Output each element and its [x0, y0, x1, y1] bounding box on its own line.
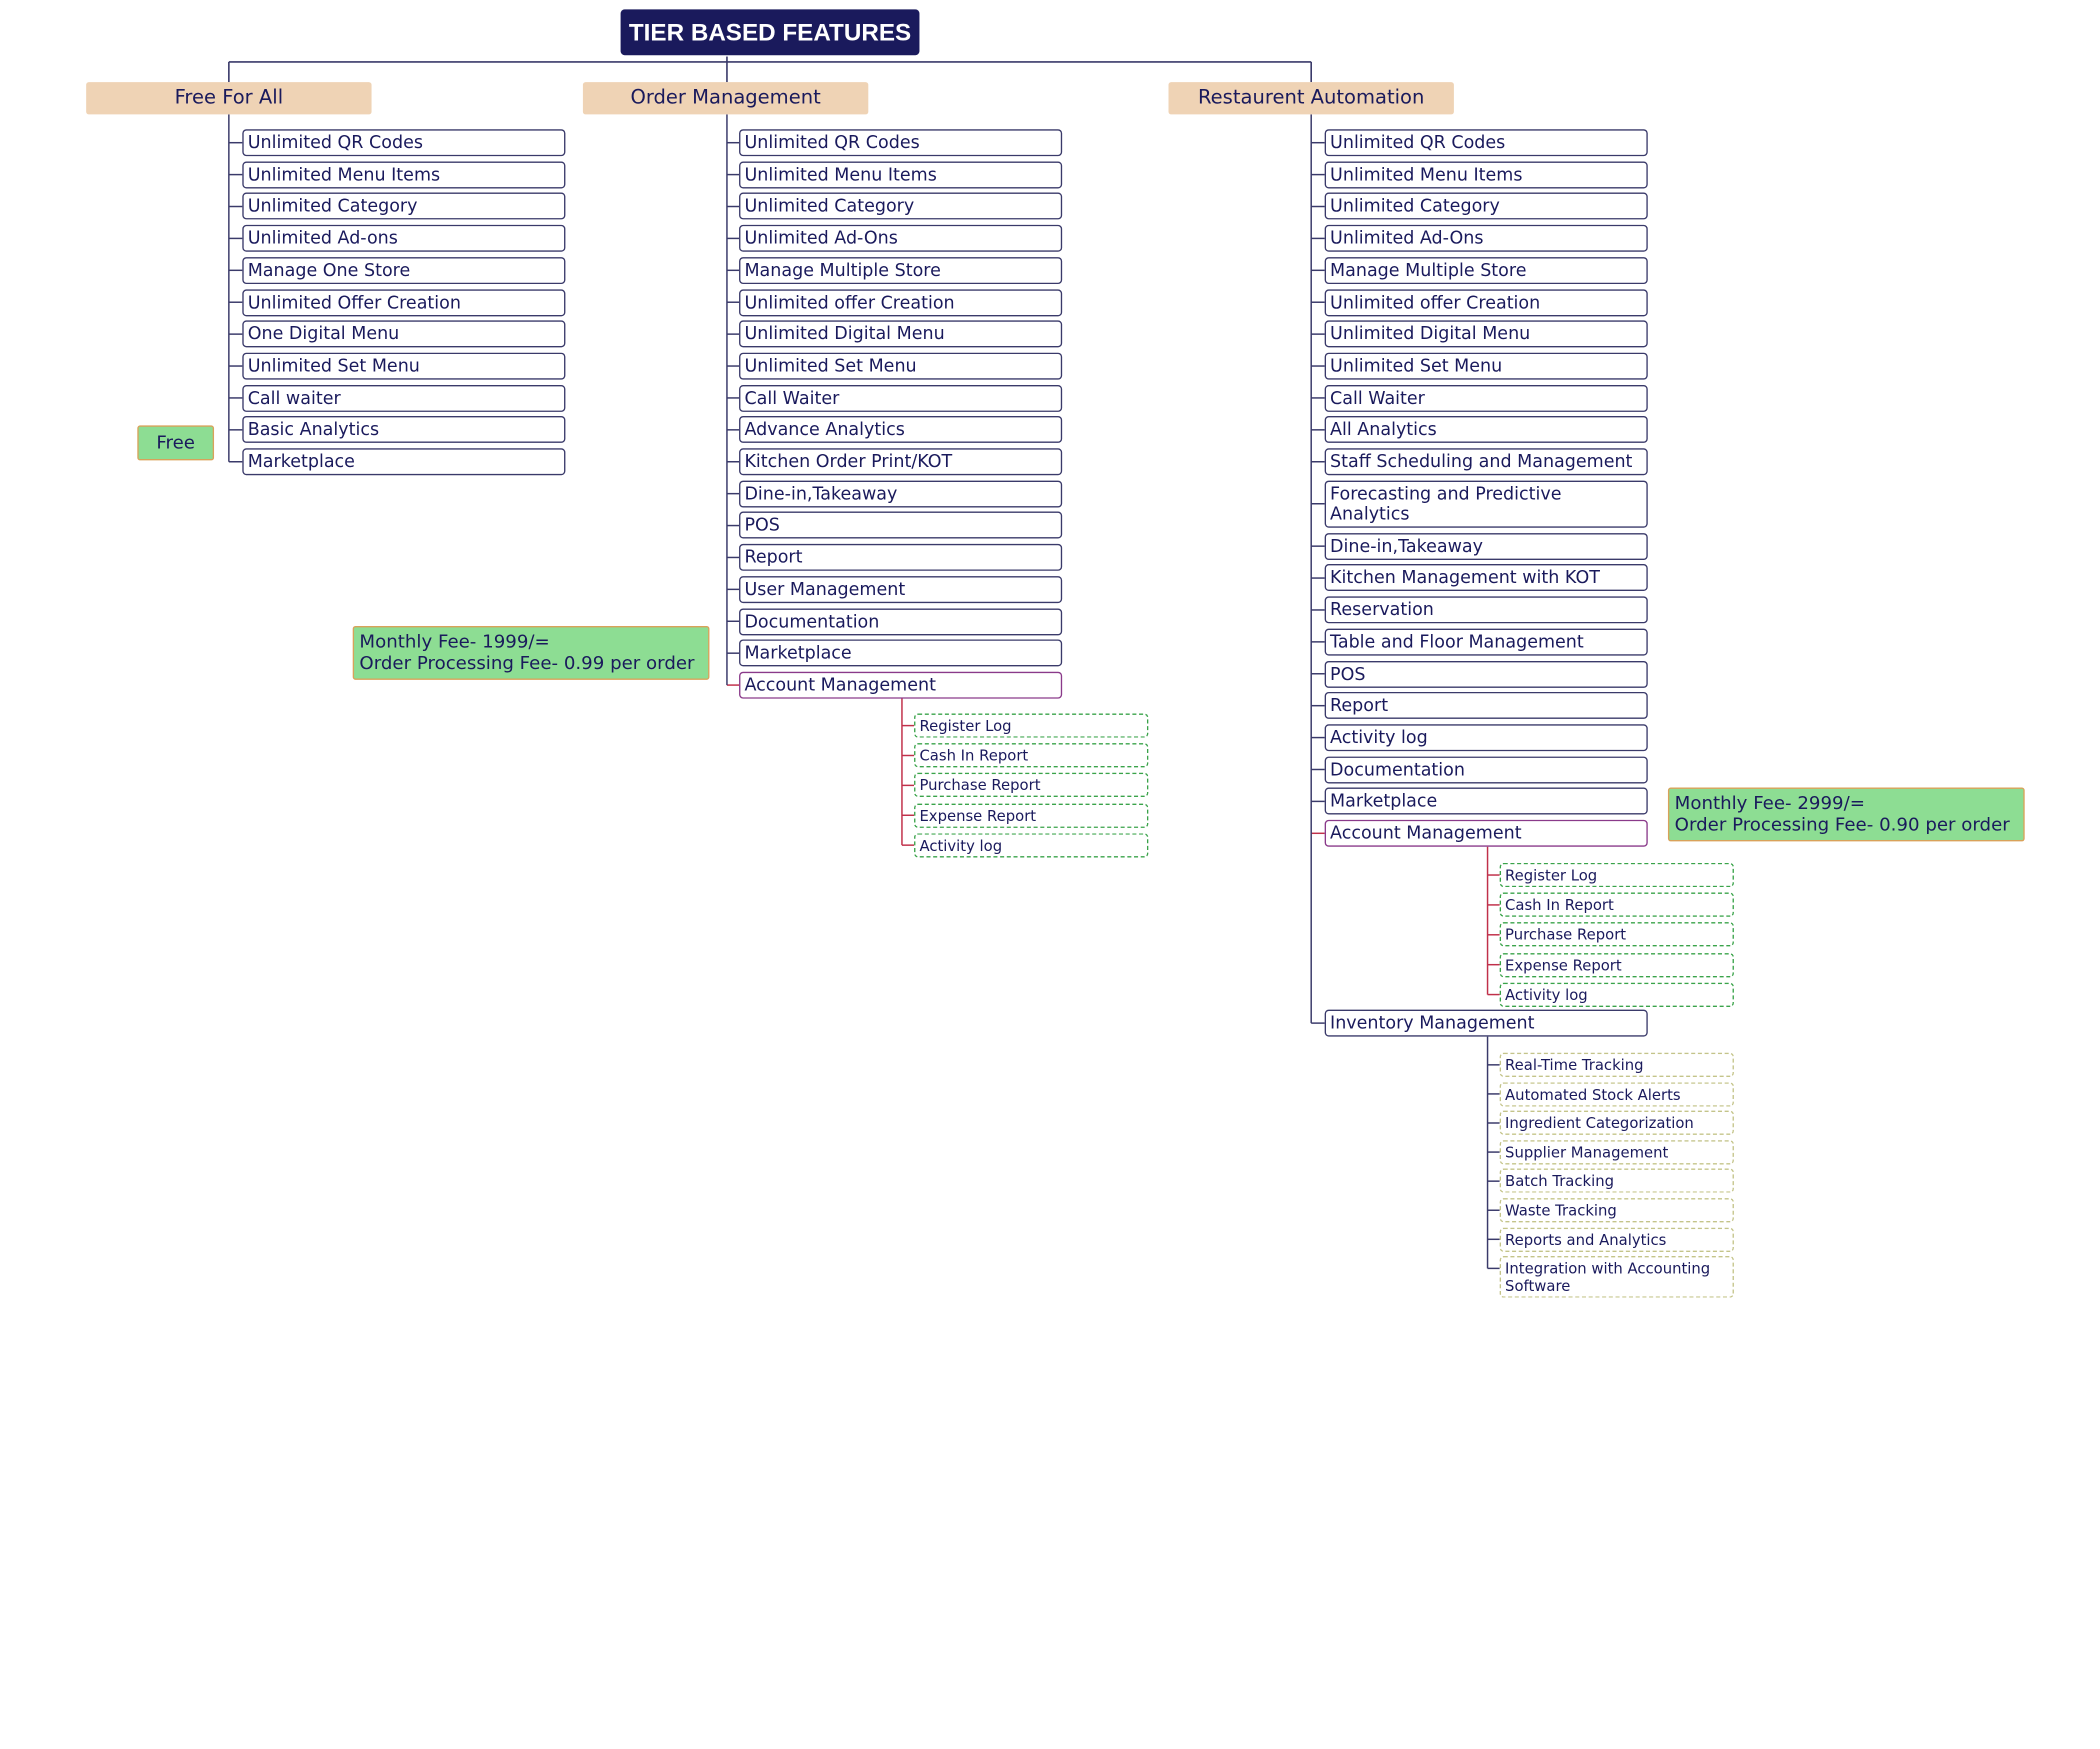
feature-unlimited-set-menu: Unlimited Set Menu: [242, 352, 566, 380]
feature-call-waiter: Call Waiter: [1324, 384, 1648, 412]
feature-call-waiter: Call waiter: [242, 384, 566, 412]
feature-call-waiter: Call Waiter: [739, 384, 1063, 412]
feature-reservation: Reservation: [1324, 596, 1648, 624]
feature-all-analytics: All Analytics: [1324, 416, 1648, 444]
feature-inventory-management: Inventory Management: [1324, 1009, 1648, 1037]
feature-unlimited-category: Unlimited Category: [242, 193, 566, 220]
inventory-sub-reports-and-analytics: Reports and Analytics: [1499, 1227, 1734, 1252]
feature-account-management: Account Management: [1324, 819, 1648, 847]
feature-unlimited-set-menu: Unlimited Set Menu: [1324, 352, 1648, 380]
feature-forecasting-and-predictive-analytics: Forecasting and Predictive Analytics: [1324, 480, 1648, 528]
order-management-fee-box: Monthly Fee- 1999/= Order Processing Fee…: [352, 625, 710, 680]
feature-marketplace: Marketplace: [739, 639, 1063, 667]
inventory-sub-integration-with-accounting-software: Integration with Accounting Software: [1499, 1256, 1734, 1298]
feature-unlimited-offer-creation: Unlimited offer Creation: [739, 288, 1063, 316]
feature-unlimited-ad-ons: Unlimited Ad-Ons: [1324, 224, 1648, 252]
account-sub-purchase-report: Purchase Report: [914, 773, 1149, 798]
account-sub-expense-report: Expense Report: [914, 803, 1149, 828]
account-sub-expense-report: Expense Report: [1499, 952, 1734, 977]
account-sub-activity-log: Activity log: [1499, 982, 1734, 1007]
inventory-sub-automated-stock-alerts: Automated Stock Alerts: [1499, 1081, 1734, 1107]
connector-lines: [228, 56, 1500, 1270]
fee-monthly: Monthly Fee- 2999/=: [1674, 792, 1865, 815]
feature-unlimited-ad-ons: Unlimited Ad-Ons: [739, 224, 1063, 252]
feature-manage-multiple-store: Manage Multiple Store: [739, 256, 1063, 284]
feature-basic-analytics: Basic Analytics: [242, 416, 566, 444]
feature-pos: POS: [1324, 660, 1648, 688]
feature-dine-in-takeaway: Dine-in,Takeaway: [1324, 532, 1648, 560]
feature-activity-log: Activity log: [1324, 724, 1648, 752]
feature-one-digital-menu: One Digital Menu: [242, 320, 566, 348]
account-sub-cash-in-report: Cash In Report: [914, 743, 1149, 768]
feature-unlimited-menu-items: Unlimited Menu Items: [1324, 161, 1648, 189]
feature-unlimited-category: Unlimited Category: [1324, 193, 1648, 220]
fee-processing: Order Processing Fee- 0.99 per order: [359, 652, 695, 675]
feature-user-management: User Management: [739, 575, 1063, 603]
account-sub-activity-log: Activity log: [914, 833, 1149, 858]
account-sub-register-log: Register Log: [914, 713, 1149, 738]
feature-unlimited-qr-codes: Unlimited QR Codes: [1324, 129, 1648, 157]
diagram-title: TIER BASED FEATURES: [620, 9, 920, 56]
feature-advance-analytics: Advance Analytics: [739, 416, 1063, 444]
feature-kitchen-order-print-kot: Kitchen Order Print/KOT: [739, 448, 1063, 476]
feature-report: Report: [1324, 692, 1648, 720]
feature-unlimited-offer-creation: Unlimited Offer Creation: [242, 288, 566, 316]
feature-unlimited-qr-codes: Unlimited QR Codes: [739, 129, 1063, 157]
feature-kitchen-management-with-kot: Kitchen Management with KOT: [1324, 564, 1648, 592]
feature-pos: POS: [739, 512, 1063, 540]
feature-unlimited-ad-ons: Unlimited Ad-ons: [242, 224, 566, 252]
restaurant-automation-fee-box: Monthly Fee- 2999/= Order Processing Fee…: [1667, 787, 2025, 842]
feature-unlimited-offer-creation: Unlimited offer Creation: [1324, 288, 1648, 316]
feature-dine-in-takeaway: Dine-in,Takeaway: [739, 480, 1063, 508]
account-sub-purchase-report: Purchase Report: [1499, 922, 1734, 947]
tier-free-header: Free For All: [86, 82, 372, 115]
feature-documentation: Documentation: [1324, 756, 1648, 783]
inventory-sub-waste-tracking: Waste Tracking: [1499, 1198, 1734, 1223]
feature-marketplace: Marketplace: [242, 448, 566, 476]
feature-manage-multiple-store: Manage Multiple Store: [1324, 256, 1648, 284]
feature-documentation: Documentation: [739, 607, 1063, 635]
account-sub-cash-in-report: Cash In Report: [1499, 892, 1734, 918]
feature-account-management: Account Management: [739, 671, 1063, 699]
feature-unlimited-menu-items: Unlimited Menu Items: [739, 161, 1063, 189]
inventory-sub-ingredient-categorization: Ingredient Categorization: [1499, 1110, 1734, 1136]
feature-report: Report: [739, 543, 1063, 571]
inventory-sub-supplier-management: Supplier Management: [1499, 1139, 1734, 1165]
account-sub-register-log: Register Log: [1499, 862, 1734, 888]
feature-unlimited-qr-codes: Unlimited QR Codes: [242, 129, 566, 157]
fee-monthly: Monthly Fee- 1999/=: [359, 631, 550, 653]
feature-marketplace: Marketplace: [1324, 787, 1648, 815]
fee-processing: Order Processing Fee- 0.90 per order: [1674, 814, 2010, 836]
feature-unlimited-set-menu: Unlimited Set Menu: [739, 352, 1063, 380]
free-badge: Free: [137, 425, 215, 461]
feature-unlimited-category: Unlimited Category: [739, 193, 1063, 220]
feature-unlimited-digital-menu: Unlimited Digital Menu: [739, 320, 1063, 348]
feature-unlimited-menu-items: Unlimited Menu Items: [242, 161, 566, 189]
inventory-sub-real-time-tracking: Real-Time Tracking: [1499, 1052, 1734, 1077]
tier-order-management-header: Order Management: [582, 82, 869, 115]
tier-restaurant-automation-header: Restaurent Automation: [1168, 82, 1454, 115]
feature-staff-scheduling-and-management: Staff Scheduling and Management: [1324, 448, 1648, 476]
feature-table-and-floor-management: Table and Floor Management: [1324, 628, 1648, 656]
feature-manage-one-store: Manage One Store: [242, 256, 566, 284]
feature-unlimited-digital-menu: Unlimited Digital Menu: [1324, 320, 1648, 348]
inventory-sub-batch-tracking: Batch Tracking: [1499, 1169, 1734, 1194]
